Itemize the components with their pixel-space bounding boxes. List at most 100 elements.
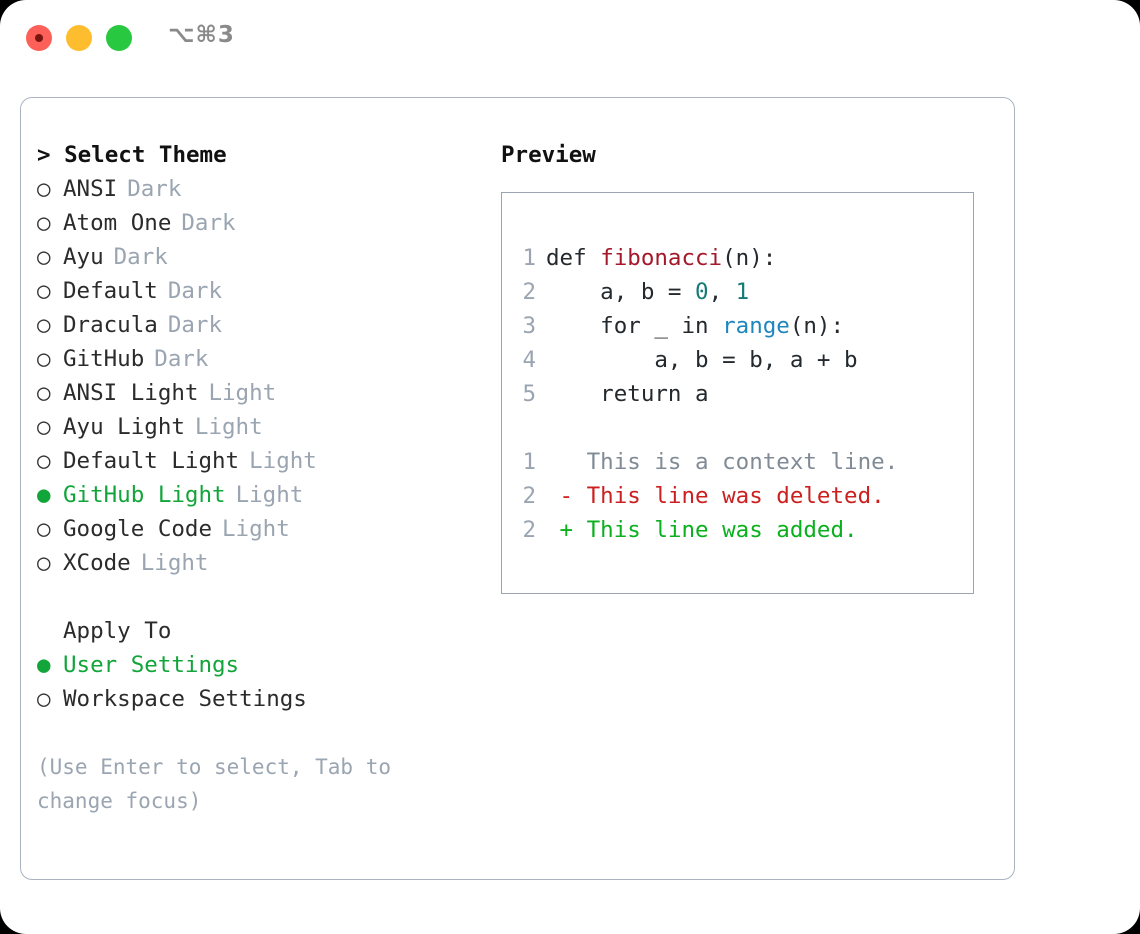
apply-to-option-label: Workspace Settings (63, 686, 307, 712)
radio-unselected-icon: ○ (37, 516, 51, 542)
preview-heading: Preview (501, 142, 596, 168)
theme-option-google-code[interactable]: ○ Google Code Light (37, 512, 487, 546)
code-line-number: 4 (522, 347, 536, 373)
theme-variant-tag: Light (140, 550, 209, 576)
radio-selected-icon: ● (37, 482, 51, 508)
code-token-fn: fibonacci (600, 245, 723, 271)
code-line: 3 for _ in range(n): (502, 309, 973, 343)
theme-option-label: Default Light (63, 448, 240, 474)
theme-option-label: Dracula (63, 312, 158, 338)
code-line-text: return a (546, 377, 709, 411)
radio-unselected-icon: ○ (37, 346, 51, 372)
code-token-num: 0 (695, 279, 709, 305)
theme-option-label: Ayu Light (63, 414, 185, 440)
theme-option-label: Default (63, 278, 158, 304)
diff-line-number: 2 (522, 483, 536, 509)
diff-line-sign: + (546, 517, 587, 543)
radio-unselected-icon: ○ (37, 312, 51, 338)
code-token-plain: (n): (789, 313, 845, 339)
code-line-number: 3 (522, 313, 536, 339)
radio-unselected-icon: ○ (37, 244, 51, 270)
theme-option-label: XCode (63, 550, 131, 576)
theme-variant-tag: Dark (127, 176, 182, 202)
select-theme-heading: > Select Theme (37, 142, 227, 168)
code-token-plain: a, b = (546, 279, 696, 305)
theme-option-label: Atom One (63, 210, 172, 236)
theme-option-dracula[interactable]: ○ Dracula Dark (37, 308, 487, 342)
close-window-button[interactable] (26, 25, 52, 51)
radio-unselected-icon: ○ (37, 210, 51, 236)
theme-variant-tag: Dark (181, 210, 236, 236)
code-token-plain: for _ in (546, 313, 723, 339)
theme-option-atom-one[interactable]: ○ Atom One Dark (37, 206, 487, 240)
code-token-plain: a, b = b, a + b (546, 347, 858, 373)
theme-option-ayu-light[interactable]: ○ Ayu Light Light (37, 410, 487, 444)
code-token-plain: , (708, 279, 736, 305)
radio-unselected-icon: ○ (37, 448, 51, 474)
radio-unselected-icon: ○ (37, 686, 51, 712)
theme-variant-tag: Dark (167, 312, 223, 338)
radio-unselected-icon: ○ (37, 550, 51, 576)
code-line: 1 def fibonacci(n): (502, 241, 973, 275)
keyboard-shortcut-label: ⌥⌘3 (168, 22, 235, 48)
code-line: 2 a, b = 0, 1 (502, 275, 973, 309)
list-spacer (37, 580, 487, 614)
theme-variant-tag: Light (194, 414, 263, 440)
maximize-window-button[interactable] (106, 25, 132, 51)
traffic-light-group (26, 25, 132, 51)
diff-line-sign (546, 445, 587, 479)
radio-selected-icon: ● (37, 652, 51, 678)
radio-unselected-icon: ○ (37, 414, 51, 440)
keyboard-hint-text: (Use Enter to select, Tab to change focu… (37, 755, 392, 813)
apply-to-option-workspace-settings[interactable]: ○ Workspace Settings (37, 682, 487, 716)
code-line: 5 return a (502, 377, 973, 411)
code-diff-separator (502, 411, 973, 445)
minimize-window-button[interactable] (66, 25, 92, 51)
code-line-text: a, b = b, a + b (546, 343, 858, 377)
code-line-text: a, b = 0, 1 (546, 275, 749, 309)
theme-variant-tag: Dark (154, 346, 209, 372)
apply-to-option-user-settings[interactable]: ● User Settings (37, 648, 487, 682)
apply-to-list[interactable]: ● User Settings ○ Workspace Settings (37, 648, 487, 716)
code-line-text: def fibonacci(n): (546, 241, 776, 275)
code-token-def: def (546, 245, 601, 271)
diff-line-deleted: 2 - This line was deleted. (502, 479, 973, 513)
theme-option-label: ANSI Light (63, 380, 199, 406)
code-line: 4 a, b = b, a + b (502, 343, 973, 377)
code-token-call: range (722, 313, 790, 339)
code-token-plain: (n): (722, 245, 777, 271)
code-line-number: 2 (522, 279, 536, 305)
radio-unselected-icon: ○ (37, 380, 51, 406)
title-bar: ⌥⌘3 (0, 0, 1140, 76)
apply-to-heading: Apply To (63, 618, 172, 644)
diff-line-text: This is a context line. (586, 449, 899, 475)
theme-option-default[interactable]: ○ Default Dark (37, 274, 487, 308)
theme-variant-tag: Dark (167, 278, 223, 304)
theme-variant-tag: Dark (113, 244, 168, 270)
diff-line-number: 1 (522, 449, 536, 475)
theme-variant-tag: Light (222, 516, 290, 542)
theme-option-label: GitHub Light (63, 482, 226, 508)
theme-option-label: Google Code (63, 516, 213, 542)
diff-line-added: 2 + This line was added. (502, 513, 973, 547)
apply-to-option-label: User Settings (63, 652, 240, 678)
diff-line-text: This line was deleted. (586, 483, 885, 509)
radio-unselected-icon: ○ (37, 278, 51, 304)
theme-option-xcode[interactable]: ○ XCode Light (37, 546, 487, 580)
code-token-plain: return a (546, 381, 709, 407)
code-token-num: 1 (735, 279, 750, 305)
code-line-text: for _ in range(n): (546, 309, 844, 343)
diff-line-sign: - (546, 483, 587, 509)
code-line-number: 1 (522, 245, 536, 271)
